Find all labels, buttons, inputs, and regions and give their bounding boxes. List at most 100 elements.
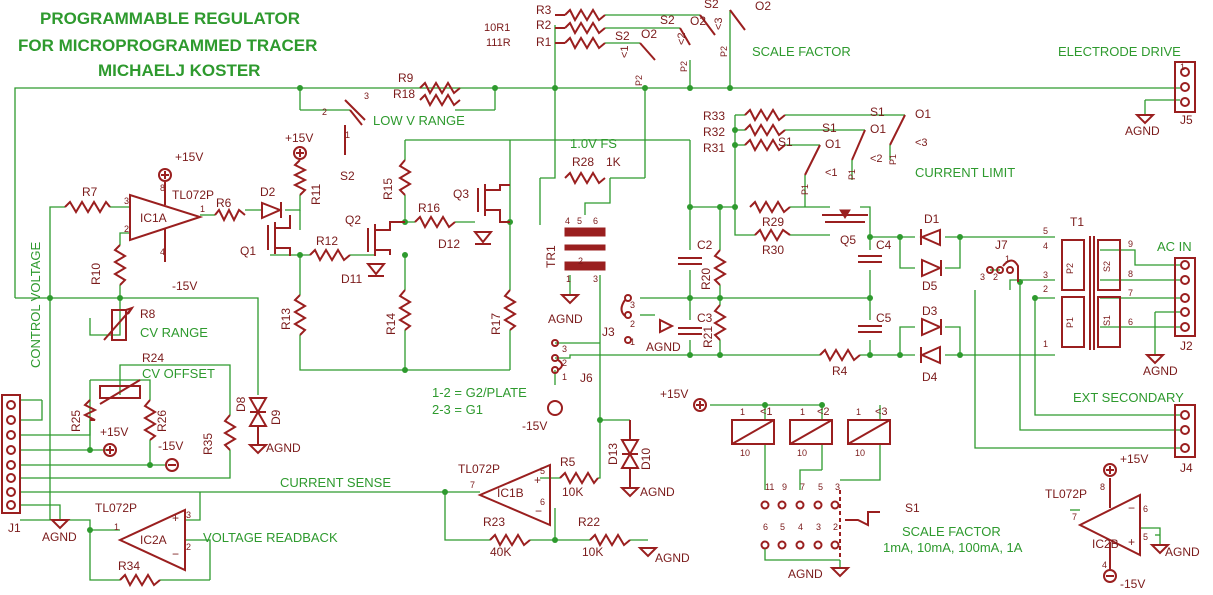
svg-text:O1: O1 — [915, 107, 931, 121]
svg-text:D11: D11 — [341, 272, 362, 286]
svg-text:IC1A: IC1A — [140, 211, 167, 225]
opamp-ic1a: IC1A TL072P 3 2 1 8 4 — [124, 182, 214, 262]
resistor-r15: R15 — [381, 159, 412, 200]
resistor-r11: R11 — [292, 159, 323, 205]
svg-text:5: 5 — [1043, 226, 1048, 236]
svg-text:R12: R12 — [316, 234, 338, 248]
svg-text:R14: R14 — [384, 313, 398, 335]
svg-text:<2: <2 — [817, 406, 830, 418]
svg-text:8: 8 — [1128, 269, 1133, 279]
svg-text:S2: S2 — [615, 29, 630, 43]
svg-text:J3: J3 — [602, 325, 615, 339]
relay-2: 1 <2 10 — [789, 406, 833, 458]
svg-text:O2: O2 — [641, 27, 657, 41]
svg-text:R16: R16 — [418, 201, 440, 215]
svg-text:4: 4 — [798, 522, 803, 532]
label-ext-secondary: EXT SECONDARY — [1073, 390, 1184, 405]
capacitor-c5: C5 — [858, 311, 892, 333]
svg-text:R7: R7 — [82, 185, 98, 199]
svg-text:R15: R15 — [381, 178, 395, 200]
current-limit-switches: S1 S1 S1 O1 O1 O1 <1 <2 <3 P1 P1 P1 — [778, 105, 931, 200]
svg-text:R33: R33 — [703, 109, 725, 123]
svg-text:C2: C2 — [697, 238, 713, 252]
resistor-r28: R28 1K — [564, 155, 621, 186]
label-s1-values: 1mA, 10mA, 100mA, 1A — [883, 540, 1023, 555]
diode-d12: D12 — [438, 231, 494, 251]
connector-j2: J2 — [1174, 257, 1196, 353]
svg-text:R4: R4 — [832, 364, 848, 378]
svg-text:<1: <1 — [760, 406, 773, 418]
title-line-3: MICHAELJ KOSTER — [98, 61, 260, 80]
svg-text:S1: S1 — [822, 121, 837, 135]
svg-text:10K: 10K — [562, 485, 583, 499]
svg-text:4: 4 — [1043, 241, 1048, 251]
svg-text:D9: D9 — [269, 409, 283, 425]
svg-text:R32: R32 — [703, 125, 725, 139]
potentiometer-r24: R24 — [99, 351, 164, 405]
resistor-r22: R22 10K — [578, 515, 631, 559]
diode-d3: D3 — [921, 304, 943, 337]
svg-text:+15V: +15V — [660, 387, 688, 401]
title-line-2: FOR MICROPROGRAMMED TRACER — [18, 36, 317, 55]
label-low-v-range: LOW V RANGE — [373, 113, 465, 128]
svg-text:O1: O1 — [825, 137, 841, 151]
svg-text:S1: S1 — [1102, 315, 1112, 326]
svg-text:111R: 111R — [486, 37, 511, 49]
svg-text:P1: P1 — [800, 184, 810, 195]
svg-text:+15V: +15V — [1120, 452, 1148, 466]
svg-text:O2: O2 — [690, 14, 706, 28]
svg-text:TL072P: TL072P — [1045, 487, 1087, 501]
svg-text:IC2B: IC2B — [1092, 537, 1119, 551]
svg-text:J5: J5 — [1180, 113, 1193, 127]
svg-text:S1: S1 — [870, 105, 885, 119]
ground-symbols: AGND AGND AGND AGND AGND AGND AGND AGND … — [42, 114, 1200, 581]
svg-text:S2: S2 — [340, 169, 355, 183]
svg-text:R31: R31 — [703, 141, 725, 155]
svg-text:1: 1 — [566, 274, 571, 284]
diode-d2: D2 — [260, 185, 283, 220]
svg-text:J2: J2 — [1180, 339, 1193, 353]
diode-d5: D5 — [921, 258, 943, 293]
resistor-r3: R3 — [536, 3, 606, 23]
title-block: PROGRAMMABLE REGULATOR FOR MICROPROGRAMM… — [18, 9, 317, 80]
svg-text:-15V: -15V — [172, 279, 197, 293]
jumper-j6: J6 3 2 1 — [547, 339, 593, 416]
connector-j5: 1 J5 — [1174, 61, 1196, 127]
jumper-j7: J7 3 2 1 — [980, 238, 1019, 282]
svg-text:1: 1 — [800, 407, 805, 417]
svg-text:S1: S1 — [905, 501, 920, 515]
svg-text:R23: R23 — [483, 515, 505, 529]
svg-text:5: 5 — [577, 216, 582, 226]
svg-text:1: 1 — [740, 407, 745, 417]
transistor-q2: Q2 — [345, 213, 405, 256]
svg-text:Q1: Q1 — [240, 244, 256, 258]
svg-text:R24: R24 — [142, 351, 164, 365]
svg-text:R20: R20 — [699, 268, 713, 290]
resistor-r32: R32 — [703, 123, 786, 139]
svg-text:R9: R9 — [398, 71, 414, 85]
resistor-r13: R13 — [279, 294, 307, 336]
svg-text:2: 2 — [186, 542, 191, 552]
svg-text:10: 10 — [855, 448, 865, 458]
svg-text:3: 3 — [364, 91, 369, 101]
resistor-r12: R12 — [309, 234, 351, 263]
svg-text:7: 7 — [470, 480, 475, 490]
svg-text:+: + — [172, 511, 179, 525]
svg-text:R18: R18 — [393, 87, 415, 101]
svg-text:10: 10 — [740, 448, 750, 458]
resistor-r33: R33 — [703, 108, 786, 123]
svg-text:R29: R29 — [762, 215, 784, 229]
svg-text:10: 10 — [797, 448, 807, 458]
svg-text:1: 1 — [1180, 62, 1185, 72]
svg-text:AGND: AGND — [1143, 364, 1178, 378]
svg-text:6: 6 — [1128, 317, 1133, 327]
svg-text:S2: S2 — [704, 0, 719, 11]
resistor-r7: R7 — [64, 185, 111, 214]
opamp-ic2b: IC2B TL072P 7 6 5 − + 8 4 — [1045, 478, 1148, 570]
svg-text:P2: P2 — [634, 75, 644, 86]
svg-text:8: 8 — [160, 183, 165, 193]
potentiometer-r8: R8 — [103, 306, 156, 341]
transformer-tr1: TR1 4 5 6 1 2 3 — [544, 216, 606, 284]
svg-text:D4: D4 — [922, 370, 938, 384]
svg-text:3: 3 — [630, 300, 635, 310]
